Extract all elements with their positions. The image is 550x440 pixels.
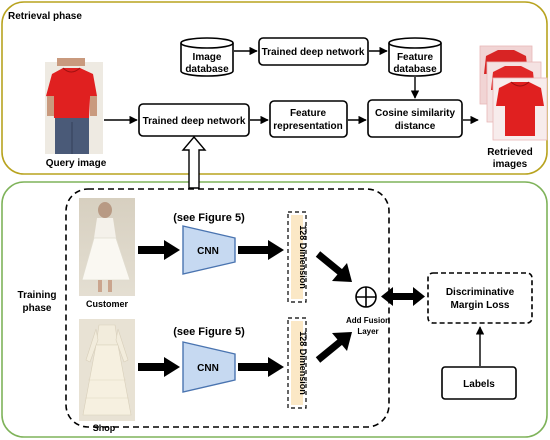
- dimension-top: 128 Dimension: [287, 211, 308, 303]
- loss-box: [427, 272, 533, 324]
- fusion-label-2: Layer: [357, 327, 378, 336]
- feature-representation-box: [269, 100, 348, 138]
- arrow-shop-to-cnn: [138, 357, 180, 377]
- image-database: Image database: [180, 37, 234, 77]
- trained-network-main-label: Trained deep network: [143, 116, 246, 127]
- training-phase-label-2: phase: [23, 303, 52, 314]
- query-image-label: Query image: [46, 158, 107, 169]
- labels-box: [441, 366, 517, 400]
- shop-image: [79, 319, 135, 421]
- retrieval-phase-label: Retrieval phase: [8, 11, 82, 22]
- image-database-label-1: Image: [193, 52, 222, 63]
- retrieved-images-label-1: Retrieved: [487, 147, 533, 158]
- cnn-bottom-label: CNN: [197, 363, 219, 374]
- image-database-label-2: database: [185, 64, 229, 75]
- arrow-dimension-top-to-fusion: [315, 251, 352, 282]
- trained-network-top-label: Trained deep network: [262, 47, 365, 58]
- dimension-bottom-label: 128 Dimension: [298, 331, 308, 395]
- feature-database-label-2: database: [393, 64, 437, 75]
- dimension-bottom: 128 Dimension: [287, 317, 308, 409]
- training-dashed-container: [65, 188, 390, 428]
- loss-label-2: Margin Loss: [451, 300, 510, 311]
- loss-label-1: Discriminative: [446, 287, 515, 298]
- training-to-network-arrow: [181, 135, 207, 189]
- query-image: [45, 58, 103, 154]
- training-phase-label-1: Training: [18, 290, 57, 301]
- arrow-cnn-top-to-dimension: [238, 240, 284, 260]
- training-phase-panel: [1, 181, 548, 438]
- cosine-similarity-box: [367, 99, 463, 138]
- cnn-top-label: CNN: [197, 246, 219, 257]
- labels-box-label: Labels: [463, 379, 495, 390]
- feature-database: Feature database: [388, 37, 442, 77]
- fusion-symbol: [355, 286, 377, 308]
- cnn-bottom: CNN: [182, 341, 236, 393]
- cosine-similarity-label-1: Cosine similarity: [375, 108, 455, 119]
- retrieved-images-label-2: images: [493, 159, 528, 170]
- arrow-customer-to-cnn: [138, 240, 180, 260]
- feature-representation-label-1: Feature: [290, 108, 327, 119]
- feature-representation-label-2: representation: [273, 121, 342, 132]
- arrow-dimension-bottom-to-fusion: [315, 332, 352, 363]
- see-figure-top: (see Figure 5): [173, 212, 245, 224]
- customer-image: [79, 198, 135, 296]
- trained-network-top-box: [258, 37, 369, 66]
- cosine-similarity-label-2: distance: [395, 121, 436, 132]
- shop-label: Shop: [93, 423, 116, 433]
- fusion-label-1: Add Fusion: [346, 316, 390, 325]
- feature-database-label-1: Feature: [397, 52, 434, 63]
- see-figure-bottom: (see Figure 5): [173, 326, 245, 338]
- dimension-top-label: 128 Dimension: [298, 225, 308, 289]
- retrieved-images: [479, 45, 548, 141]
- arrow-cnn-bottom-to-dimension: [238, 357, 284, 377]
- cnn-top: CNN: [182, 225, 236, 275]
- arrow-fusion-loss: [381, 287, 425, 306]
- customer-label: Customer: [86, 299, 129, 309]
